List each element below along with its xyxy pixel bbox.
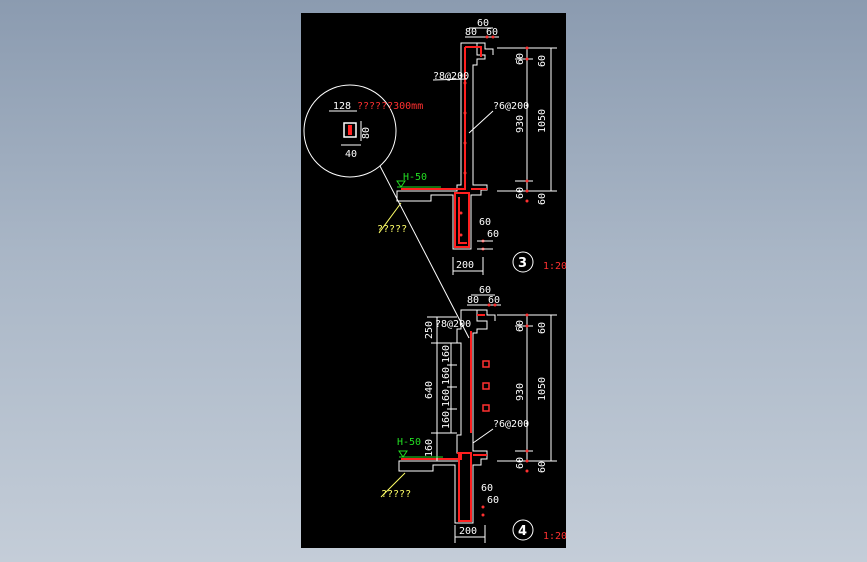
detail-circle [303, 84, 397, 178]
svg-text:60: 60 [488, 295, 500, 306]
rebar-beam-3 [454, 192, 470, 248]
dim-930-4: 930 [515, 383, 526, 401]
svg-text:60: 60 [537, 193, 548, 205]
svg-text:80: 80 [467, 295, 479, 306]
dim-60-top-3: 60 [477, 18, 489, 29]
rebar-main-label-3: ?6@200 [493, 101, 529, 112]
parapet-outline-4 [398, 309, 488, 524]
detail-bubble-4 [512, 519, 534, 541]
svg-text:60: 60 [537, 461, 548, 473]
svg-text:60: 60 [537, 55, 548, 67]
detail-number-3: 3 [518, 256, 527, 271]
svg-text:60: 60 [487, 229, 499, 240]
rebar-beam-4 [457, 452, 472, 522]
parapet-outline-3 [396, 42, 488, 250]
dim-640-4: 640 [424, 381, 435, 399]
svg-text:60: 60 [479, 285, 491, 296]
scale-label-4: 1:20 [543, 531, 566, 542]
dim-930-3: 930 [515, 115, 526, 133]
rebar-upper-label-3: ?8@200 [433, 71, 469, 82]
dim-60b-3: 60 [486, 27, 498, 38]
dim-80-3: 80 [465, 27, 477, 38]
svg-text:60: 60 [487, 495, 499, 506]
scale-label-3: 1:20 [543, 261, 566, 272]
dim-200-4: 200 [459, 526, 477, 537]
svg-text:60: 60 [481, 483, 493, 494]
rebar-vertical-3 [401, 47, 466, 190]
svg-text:160: 160 [424, 439, 435, 457]
svg-text:40: 40 [345, 149, 357, 160]
level-label-3: H-50 [403, 172, 427, 183]
dim-1050-3: 1050 [537, 109, 548, 133]
svg-text:60: 60 [515, 457, 526, 469]
detail-4: 60 80 60 ?8@200 ?6@200 250 160 160 160 1… [380, 285, 566, 543]
svg-text:160: 160 [441, 389, 452, 407]
detail-number-4: 4 [518, 524, 527, 539]
svg-text:60: 60 [515, 320, 526, 332]
note-label-3: ????? [377, 224, 407, 235]
svg-text:128: 128 [333, 101, 351, 112]
svg-text:60: 60 [515, 53, 526, 65]
rebar-cap-3 [465, 46, 482, 57]
rebar-upper-label-4: ?8@200 [435, 319, 471, 330]
svg-text:160: 160 [441, 367, 452, 385]
dim-200-3: 200 [456, 260, 474, 271]
dim-1050-4: 1050 [537, 377, 548, 401]
detail-bubble-3 [512, 251, 534, 273]
svg-text:80: 80 [361, 127, 372, 139]
svg-text:60: 60 [537, 322, 548, 334]
level-label-4: H-50 [397, 437, 421, 448]
note-label-4: ????? [381, 489, 411, 500]
svg-text:250: 250 [424, 321, 435, 339]
cad-drawing: 60 80 60 ?8@200 ?6@200 60 60 930 1050 60… [303, 18, 566, 543]
detail-note: ??????300mm [357, 101, 423, 112]
svg-text:60: 60 [515, 187, 526, 199]
svg-text:60: 60 [479, 217, 491, 228]
detail-callout: 128 80 40 ??????300mm [303, 84, 470, 339]
rebar-main-label-4: ?6@200 [493, 419, 529, 430]
svg-text:160: 160 [441, 411, 452, 429]
svg-text:160: 160 [441, 345, 452, 363]
cad-drawing-canvas: 60 80 60 ?8@200 ?6@200 60 60 930 1050 60… [301, 13, 566, 548]
detail-3: 60 80 60 ?8@200 ?6@200 60 60 930 1050 60… [377, 18, 566, 275]
